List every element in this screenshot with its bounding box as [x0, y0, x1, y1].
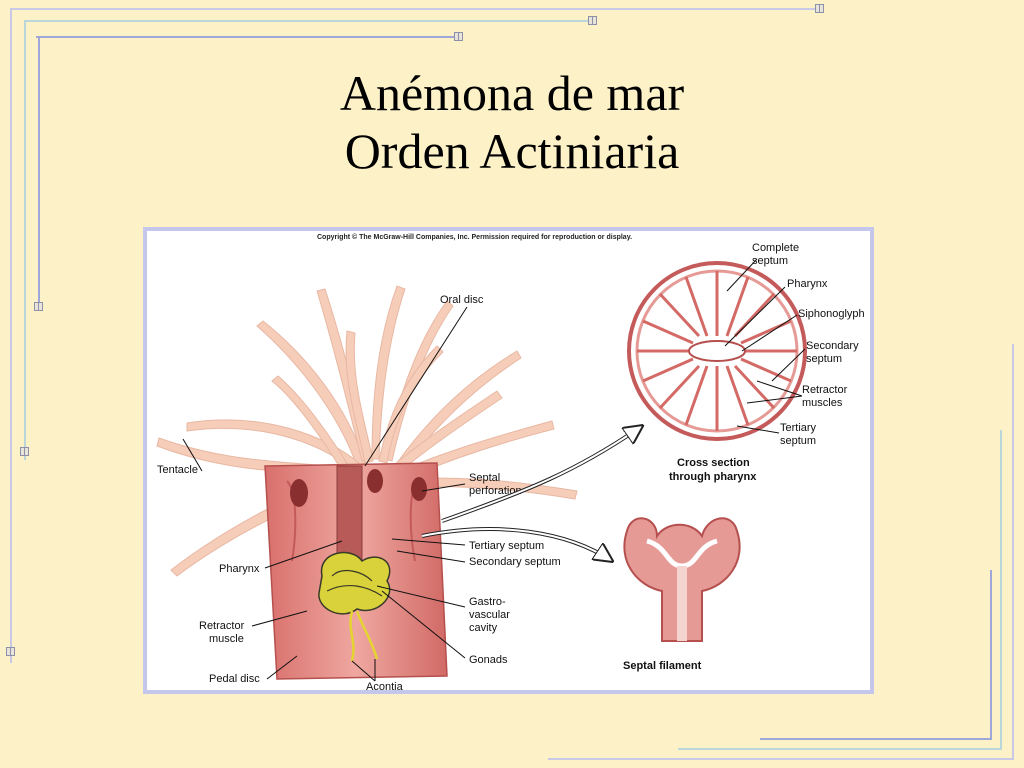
label-retractor-muscle-line-2: muscle	[209, 633, 244, 645]
arrow-to-cross-section-inner	[441, 426, 642, 522]
anemone-body	[264, 462, 448, 680]
copyright-text: Copyright © The McGraw-Hill Companies, I…	[317, 233, 632, 241]
xs-label-retractor-muscles-line-1: Retractor	[802, 384, 848, 396]
septal-filament-diagram	[623, 517, 741, 642]
label-tertiary-septum: Tertiary septum	[469, 540, 544, 552]
xs-label-tertiary-septum-line-1: Tertiary	[780, 422, 817, 434]
xs-label-secondary-septum-line-2: septum	[806, 353, 842, 365]
label-pedal-disc: Pedal disc	[209, 673, 260, 685]
label-gastrovascular-line-1: Gastro-	[469, 596, 506, 608]
frame-line-top-2	[24, 20, 594, 22]
frame-line-bottom-3	[760, 738, 992, 740]
frame-knot	[588, 16, 597, 25]
label-pharynx: Pharynx	[219, 563, 260, 575]
xs-label-retractor-muscles-line-2: muscles	[802, 397, 843, 409]
slide-title-line-1: Anémona de mar	[339, 65, 685, 121]
label-septal-perforation-line-1: Septal	[469, 472, 500, 484]
label-tentacle: Tentacle	[157, 464, 198, 476]
xs-label-siphonoglyph: Siphonoglyph	[798, 308, 865, 320]
anemone-figure: Copyright © The McGraw-Hill Companies, I…	[143, 227, 874, 694]
frame-knot	[454, 32, 463, 41]
label-septal-perforation-line-2: perforation	[469, 485, 522, 497]
label-secondary-septum: Secondary septum	[469, 556, 561, 568]
slide-title: Anémona de mar Orden Actiniaria	[0, 64, 1024, 180]
frame-line-right-1	[1012, 344, 1014, 760]
frame-line-left-1	[10, 8, 12, 663]
frame-line-right-2	[1000, 430, 1002, 750]
slide-title-line-2: Orden Actiniaria	[344, 123, 680, 179]
cross-section-leader-lines	[724, 258, 806, 434]
frame-knot	[20, 447, 29, 456]
frame-line-right-3	[990, 570, 992, 740]
anemone-illustration: Copyright © The McGraw-Hill Companies, I…	[156, 233, 865, 690]
frame-knot	[34, 302, 43, 311]
frame-line-bottom-1	[548, 758, 1014, 760]
cross-section-diagram	[627, 261, 807, 441]
frame-line-left-2	[24, 20, 26, 460]
caption-cross-section-line-1: Cross section	[677, 457, 750, 469]
xs-label-complete-septum-line-1: Complete	[752, 242, 799, 254]
label-retractor-muscle-line-1: Retractor	[199, 620, 245, 632]
xs-label-complete-septum-line-2: septum	[752, 255, 788, 267]
label-gastrovascular-line-2: vascular	[469, 609, 510, 621]
frame-line-left-3	[38, 36, 40, 311]
body-leader-lines	[182, 306, 468, 682]
frame-line-top-3	[36, 36, 460, 38]
xs-label-tertiary-septum-line-2: septum	[780, 435, 816, 447]
frame-knot	[6, 647, 15, 656]
label-gastrovascular-line-3: cavity	[469, 622, 498, 634]
label-gonads: Gonads	[469, 654, 508, 666]
frame-line-top-1	[12, 8, 820, 10]
label-oral-disc: Oral disc	[440, 294, 484, 306]
frame-line-bottom-2	[678, 748, 1002, 750]
xs-label-secondary-septum-line-1: Secondary	[806, 340, 859, 352]
caption-septal-filament: Septal filament	[623, 660, 702, 672]
arrow-to-septal-filament-inner	[421, 528, 612, 561]
xs-label-pharynx: Pharynx	[787, 278, 828, 290]
frame-knot	[815, 4, 824, 13]
label-acontia: Acontia	[366, 681, 404, 690]
caption-cross-section-line-2: through pharynx	[669, 471, 757, 483]
